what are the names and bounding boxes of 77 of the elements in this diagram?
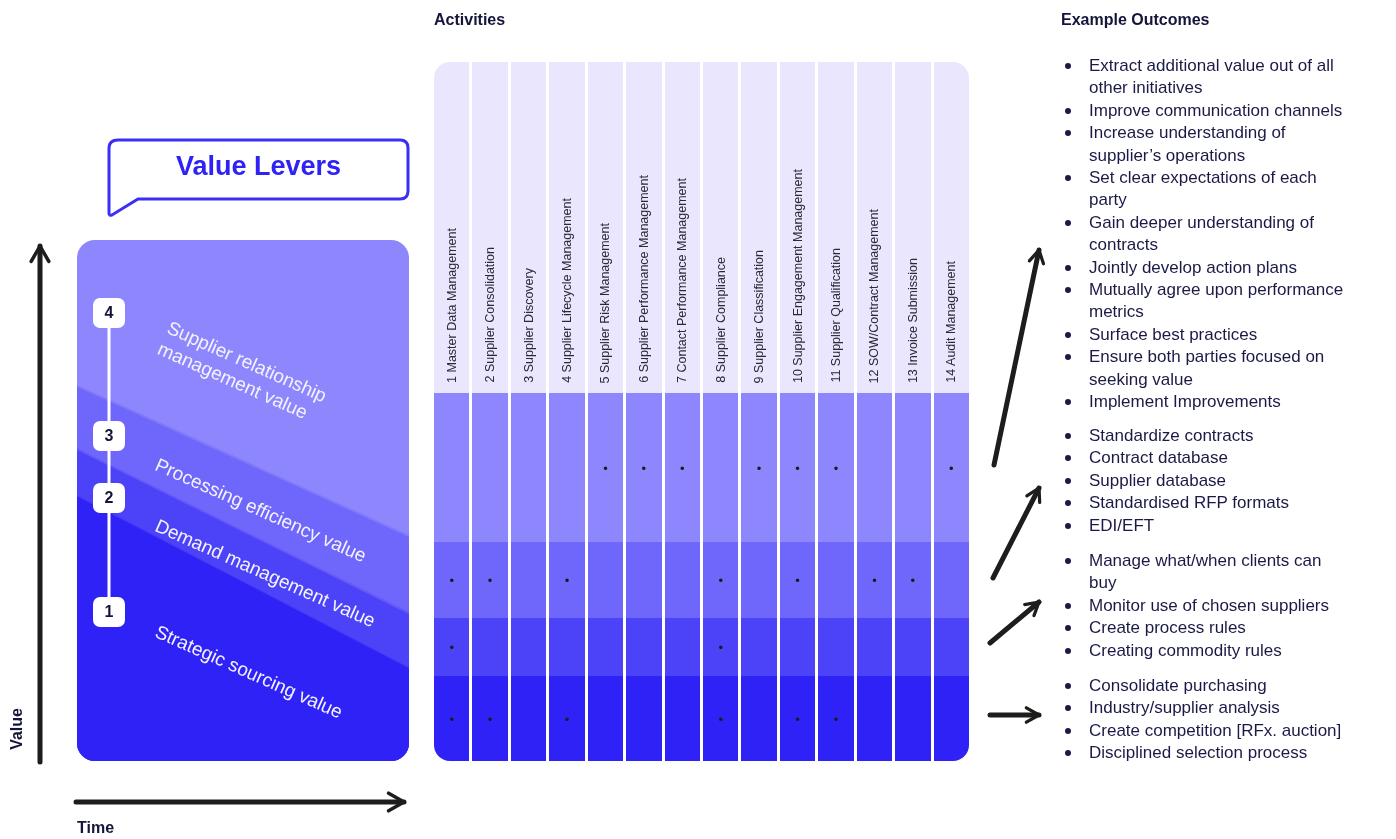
bullet-text: Disciplined selection process bbox=[1089, 743, 1308, 763]
axis-label: Value bbox=[8, 708, 26, 750]
bullet-text: Extract additional value out of all other initiatives bbox=[1089, 56, 1334, 98]
bullet-text: Industry/supplier analysis bbox=[1089, 698, 1280, 718]
dot-mark: • bbox=[910, 573, 916, 587]
dot-mark: • bbox=[718, 640, 723, 654]
bullet-text: Manage what/when clients can buy bbox=[1089, 551, 1322, 593]
bullet-text: Standardised RFP formats bbox=[1089, 493, 1289, 513]
dot-mark: • bbox=[833, 712, 839, 725]
bullet-text: Surface best practices bbox=[1089, 324, 1258, 344]
bullet-text: Create process rules bbox=[1089, 618, 1246, 638]
column-header: 14 Audit Management bbox=[944, 261, 959, 383]
dot-mark: • bbox=[756, 461, 762, 474]
bullet-text: Improve communication channels bbox=[1089, 100, 1343, 120]
dot-mark: • bbox=[641, 461, 647, 474]
bubble-title: Value Levers bbox=[174, 151, 343, 182]
column-header: 9 Supplier Classification bbox=[752, 249, 767, 383]
connector-line bbox=[107, 511, 111, 599]
column-header: 5 Supplier Risk Management bbox=[598, 222, 613, 383]
axis-label: Time bbox=[77, 819, 115, 837]
step-badge: 3 bbox=[93, 421, 125, 451]
step-badge: 1 bbox=[93, 597, 125, 627]
connector-line bbox=[107, 326, 111, 423]
bullet-text: Implement Improvements bbox=[1089, 392, 1281, 412]
bullet-text: Supplier database bbox=[1089, 470, 1227, 490]
bullet-text: Increase understanding of supplier’s operations bbox=[1089, 123, 1286, 165]
dot-mark: • bbox=[833, 461, 839, 474]
column-header: 13 Invoice Submission bbox=[905, 257, 920, 383]
column-header: 2 Supplier Consolidation bbox=[483, 247, 498, 383]
column-header: 8 Supplier Compliance bbox=[713, 257, 728, 383]
bullet-text: Create competition [RFx. auction] bbox=[1089, 720, 1342, 740]
dot-mark: • bbox=[449, 640, 454, 654]
column-heading: Example Outcomes bbox=[1061, 11, 1210, 29]
column-header: 11 Supplier Qualification bbox=[829, 248, 843, 383]
dot-mark: • bbox=[795, 461, 800, 474]
dot-mark: • bbox=[718, 573, 723, 587]
bullet-text: Jointly develop action plans bbox=[1089, 257, 1297, 277]
step-badge: 2 bbox=[93, 483, 125, 513]
column-header: 6 Supplier Performance Management bbox=[636, 175, 651, 383]
bullet-text: Monitor use of chosen suppliers bbox=[1089, 595, 1330, 615]
dot-mark: • bbox=[564, 712, 570, 725]
dot-mark: • bbox=[449, 573, 454, 587]
value-band bbox=[77, 240, 409, 761]
bullet-text: Gain deeper understanding of contracts bbox=[1089, 212, 1314, 255]
column-header: 1 Master Data Management bbox=[444, 228, 459, 383]
dot-mark: • bbox=[872, 573, 877, 587]
step-badge: 4 bbox=[93, 298, 125, 328]
arrow bbox=[987, 706, 1042, 724]
dot-mark: • bbox=[564, 573, 570, 587]
bullet-text: Contract database bbox=[1089, 448, 1228, 468]
dot-mark: • bbox=[795, 573, 800, 587]
bullet-text: Ensure both parties focused on seeking value bbox=[1089, 347, 1325, 389]
dot-mark: • bbox=[680, 461, 685, 474]
column-header: 12 SOW/Contract Management bbox=[867, 208, 882, 383]
arrow bbox=[990, 485, 1042, 581]
column-header: 10 Supplier Engagement Management bbox=[790, 168, 805, 383]
dot-mark: • bbox=[603, 461, 608, 474]
column-header: 3 Supplier Discovery bbox=[521, 268, 536, 383]
column-header: 4 Supplier Lifecycle Management bbox=[559, 198, 574, 383]
bullet-text: EDI/EFT bbox=[1089, 515, 1155, 535]
connector-line bbox=[107, 449, 111, 485]
bullet-text: Consolidate purchasing bbox=[1089, 676, 1267, 695]
bullet-text: Creating commodity rules bbox=[1089, 640, 1282, 660]
dot-mark: • bbox=[795, 712, 800, 725]
dot-mark: • bbox=[449, 712, 454, 725]
column-header: 7 Contact Performance Management bbox=[675, 178, 690, 383]
arrow bbox=[987, 599, 1042, 646]
dot-mark: • bbox=[487, 712, 493, 725]
arrow bbox=[991, 247, 1046, 468]
speech-bubble bbox=[106, 137, 411, 218]
column-heading: Activities bbox=[434, 11, 506, 29]
dot-mark: • bbox=[718, 712, 723, 725]
bullet-text: Set clear expectations of each party bbox=[1089, 168, 1317, 210]
bullet-text: Mutually agree upon performance metrics bbox=[1089, 280, 1344, 322]
bullet-text: Standardize contracts bbox=[1089, 426, 1254, 445]
dot-mark: • bbox=[487, 573, 493, 587]
dot-mark: • bbox=[949, 461, 954, 474]
